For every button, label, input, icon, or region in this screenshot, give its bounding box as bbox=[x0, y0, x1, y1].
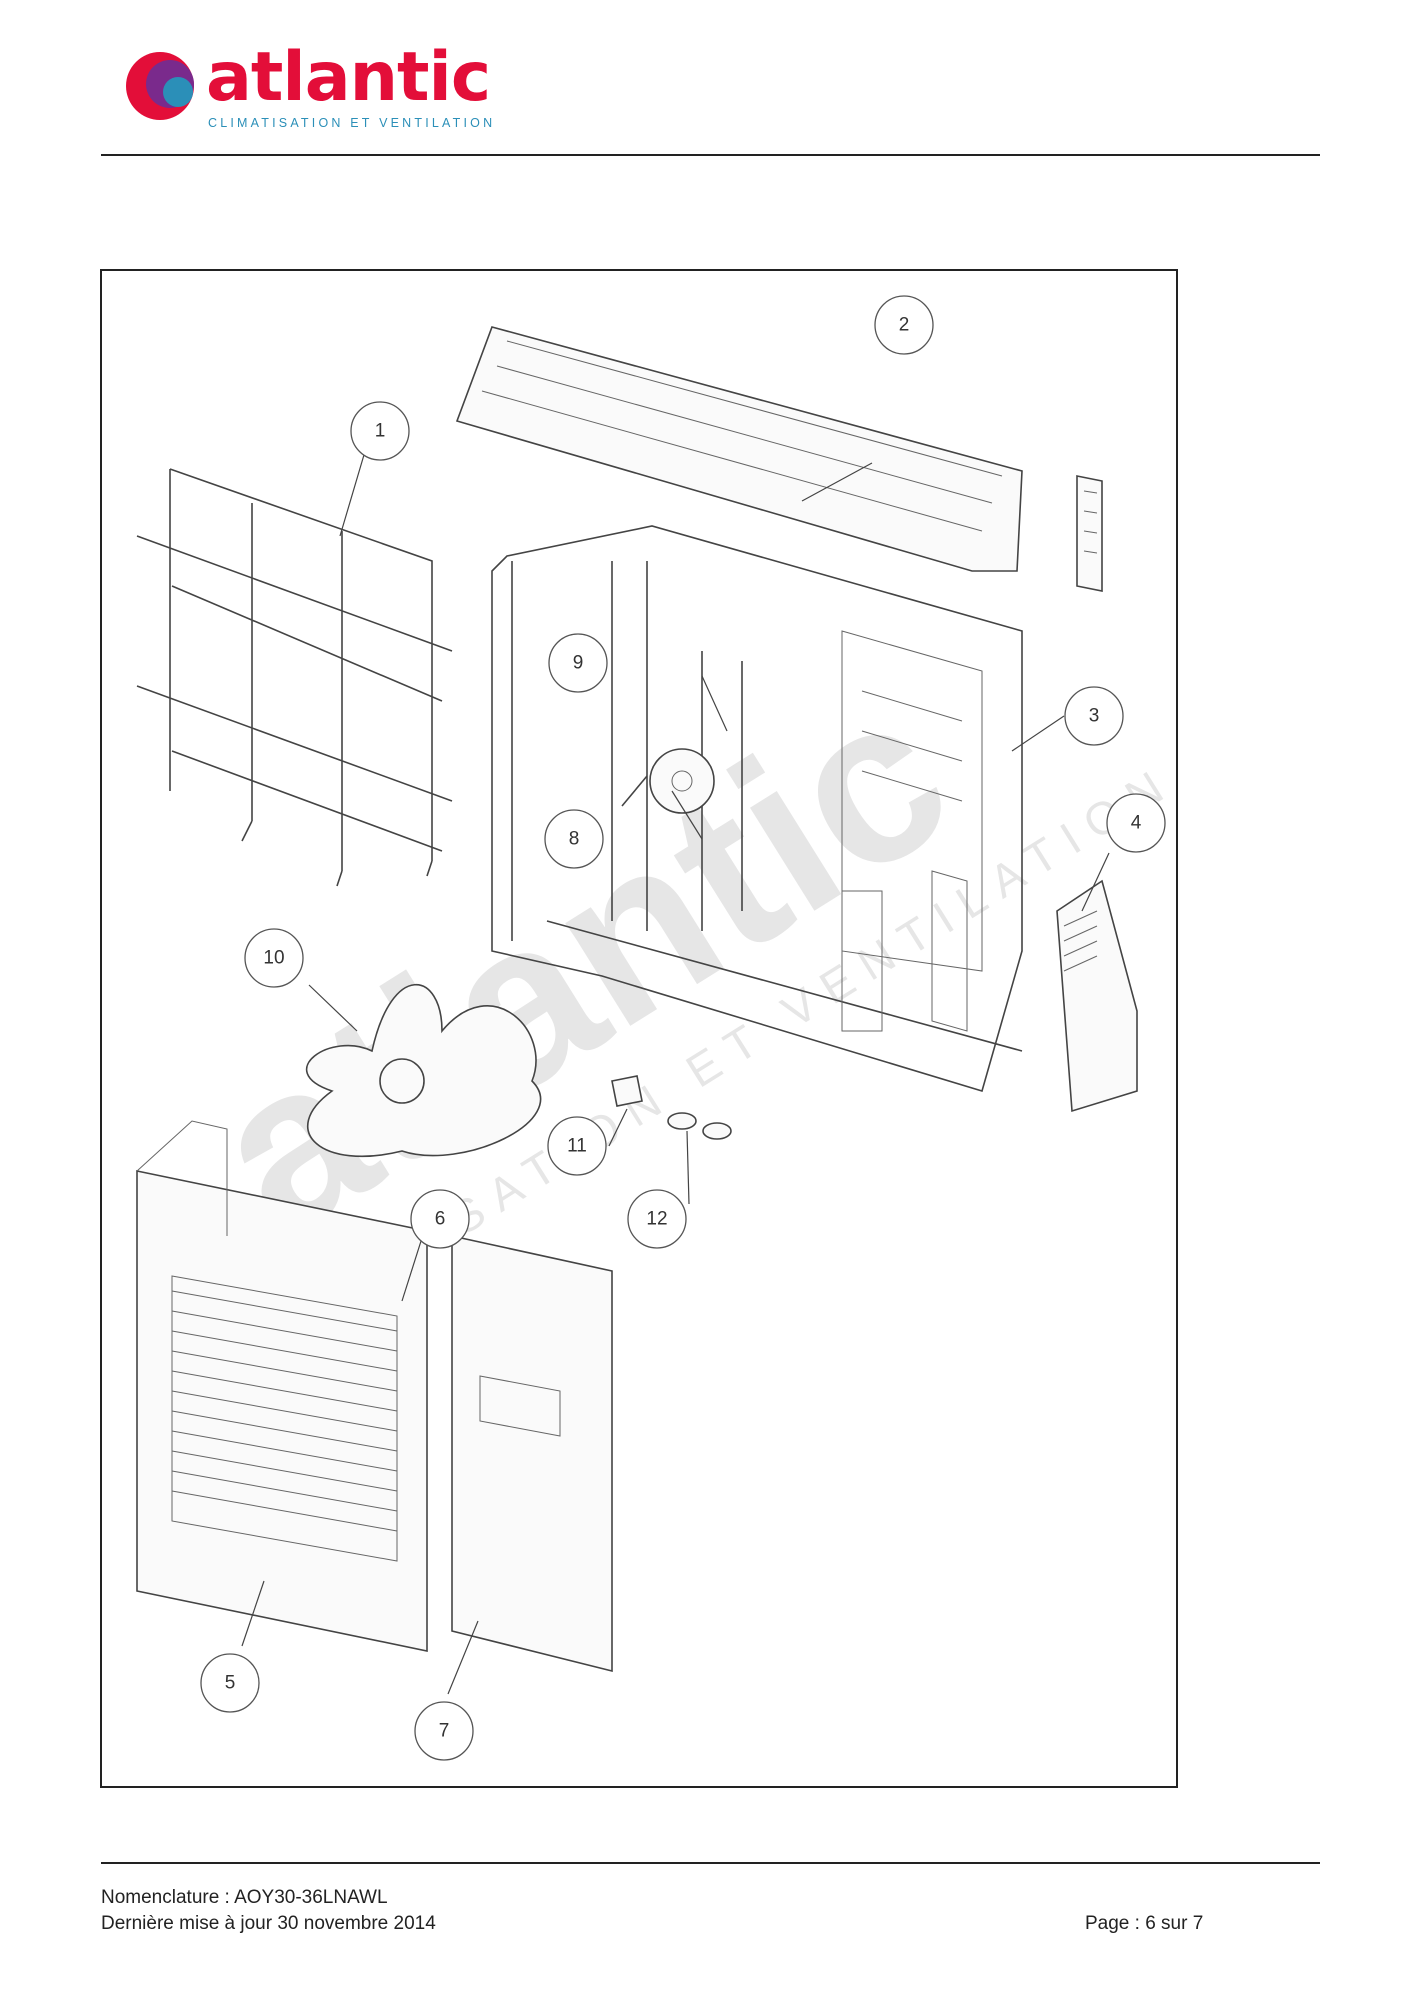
callout-number: 1 bbox=[375, 421, 386, 442]
callout-2: 2 bbox=[874, 295, 934, 355]
fittings-part bbox=[611, 1075, 732, 1140]
callout-circle bbox=[1106, 793, 1166, 853]
leader-3 bbox=[1011, 715, 1065, 752]
callout-circle bbox=[414, 1701, 474, 1761]
atlantic-logo: atlantic CLIMATISATION ET VENTILATION bbox=[120, 44, 500, 134]
leader-2 bbox=[801, 462, 873, 502]
leader-10 bbox=[308, 984, 358, 1032]
footer-last-updated: Dernière mise à jour 30 novembre 2014 bbox=[101, 1913, 436, 1934]
callout-9: 9 bbox=[548, 633, 608, 693]
callout-3: 3 bbox=[1064, 686, 1124, 746]
callout-number: 3 bbox=[1089, 706, 1100, 727]
callout-1: 1 bbox=[350, 401, 410, 461]
callout-circle bbox=[200, 1653, 260, 1713]
leader-4 bbox=[1081, 852, 1110, 912]
front-panel-part bbox=[136, 1120, 428, 1652]
side-cover-part bbox=[1056, 879, 1138, 1113]
footer-page-number: Page : 6 sur 7 bbox=[1085, 1913, 1204, 1934]
callout-circle bbox=[627, 1189, 687, 1249]
atlantic-logo-mark-icon bbox=[126, 52, 194, 120]
leader-9 bbox=[701, 675, 728, 732]
logo-wordmark: atlantic bbox=[206, 38, 491, 117]
leader-11 bbox=[608, 1108, 628, 1147]
wire-grille-part bbox=[136, 468, 453, 887]
logo-tagline: CLIMATISATION ET VENTILATION bbox=[208, 116, 496, 130]
callout-circle bbox=[1064, 686, 1124, 746]
callout-circle bbox=[350, 401, 410, 461]
callout-12: 12 bbox=[627, 1189, 687, 1249]
fan-blade-part bbox=[305, 983, 542, 1158]
callout-5: 5 bbox=[200, 1653, 260, 1713]
leader-12 bbox=[686, 1130, 690, 1205]
callout-11: 11 bbox=[547, 1116, 607, 1176]
callout-circle bbox=[410, 1189, 470, 1249]
leader-7 bbox=[447, 1620, 479, 1695]
leader-5 bbox=[241, 1580, 265, 1647]
callout-number: 10 bbox=[263, 948, 284, 969]
callout-6: 6 bbox=[410, 1189, 470, 1249]
exploded-view-diagram: atlantic CLIMATISATION ET VENTILATION bbox=[136, 295, 1176, 1761]
callout-circle bbox=[548, 633, 608, 693]
control-board-part bbox=[1076, 475, 1103, 592]
callout-8: 8 bbox=[544, 809, 604, 869]
footer-divider bbox=[101, 1862, 1320, 1864]
header-divider bbox=[101, 154, 1320, 156]
callout-number: 8 bbox=[569, 829, 580, 850]
callout-10: 10 bbox=[244, 928, 304, 988]
top-panel-part bbox=[455, 326, 1023, 572]
callout-4: 4 bbox=[1106, 793, 1166, 853]
footer-nomenclature: Nomenclature : AOY30-36LNAWL bbox=[101, 1887, 388, 1908]
service-panel-part bbox=[451, 1235, 613, 1673]
callout-circle bbox=[244, 928, 304, 988]
callout-number: 2 bbox=[899, 315, 910, 336]
callout-number: 5 bbox=[225, 1673, 236, 1694]
callout-circle bbox=[547, 1116, 607, 1176]
fan-motor-part bbox=[621, 748, 715, 814]
callout-number: 4 bbox=[1131, 813, 1142, 834]
leader-8 bbox=[671, 790, 703, 840]
callout-number: 9 bbox=[573, 653, 584, 674]
callout-number: 7 bbox=[439, 1721, 450, 1742]
callout-number: 11 bbox=[567, 1136, 587, 1157]
callout-circle bbox=[874, 295, 934, 355]
callout-number: 12 bbox=[646, 1209, 667, 1230]
callout-circle bbox=[544, 809, 604, 869]
chassis-frame-part bbox=[491, 525, 1023, 1093]
callout-number: 6 bbox=[435, 1209, 446, 1230]
exploded-view-frame: atlantic CLIMATISATION ET VENTILATION bbox=[100, 269, 1178, 1788]
callout-7: 7 bbox=[414, 1701, 474, 1761]
